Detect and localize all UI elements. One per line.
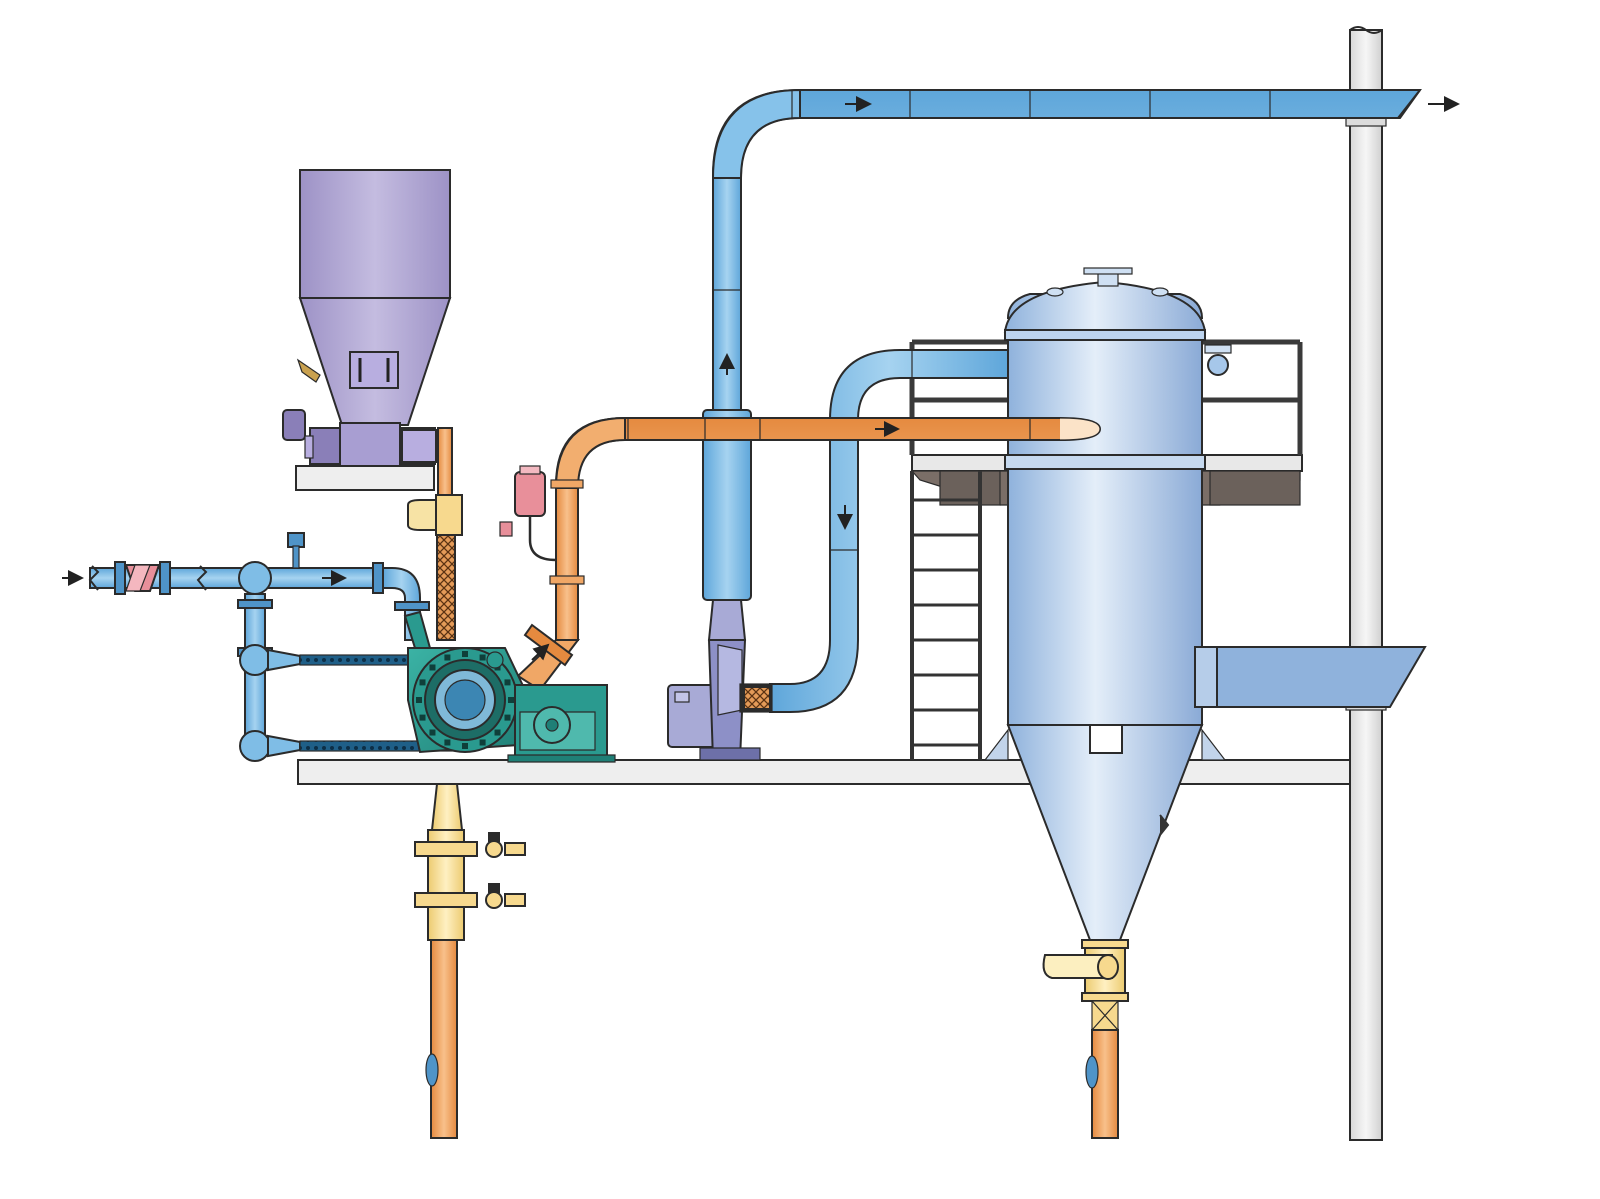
mill-bolt [429,664,436,671]
mill-bolt [494,729,501,736]
mill-discharge-line [425,783,465,1139]
product-transport-line [516,416,1102,692]
pressure-switch [499,465,557,562]
screw-feeder [282,409,437,491]
mill-bolt [416,697,422,703]
classifier-fan [667,639,773,761]
mill [403,610,527,754]
feed-chute [407,427,463,641]
mill-bolt [508,697,514,703]
mill-outlet-arrow [531,643,550,661]
mill-bolt [444,654,451,661]
mill-bolt [429,729,436,736]
flow-arrows [62,96,1460,661]
product-outlet-valves [414,832,526,909]
mill-bolt [462,743,468,749]
mill-motor [507,684,616,763]
riser-duct [702,409,752,641]
cyclone-separator [983,267,1427,941]
access-ladder [910,471,982,760]
mill-bolt [444,739,451,746]
mill-bolt [419,679,426,686]
air-inlet-line [88,532,471,762]
mill-bolt [504,679,511,686]
mill-bolt [504,714,511,721]
mill-bolt [479,739,486,746]
mill-bolt [462,651,468,657]
return-duct [769,349,1009,713]
mill-bolt [419,714,426,721]
feed-hopper [296,169,452,426]
vessel-outlet-valve [1042,939,1129,1139]
support-column [1345,26,1387,1141]
mill-bolt [479,654,486,661]
exhaust-duct [711,88,1422,421]
